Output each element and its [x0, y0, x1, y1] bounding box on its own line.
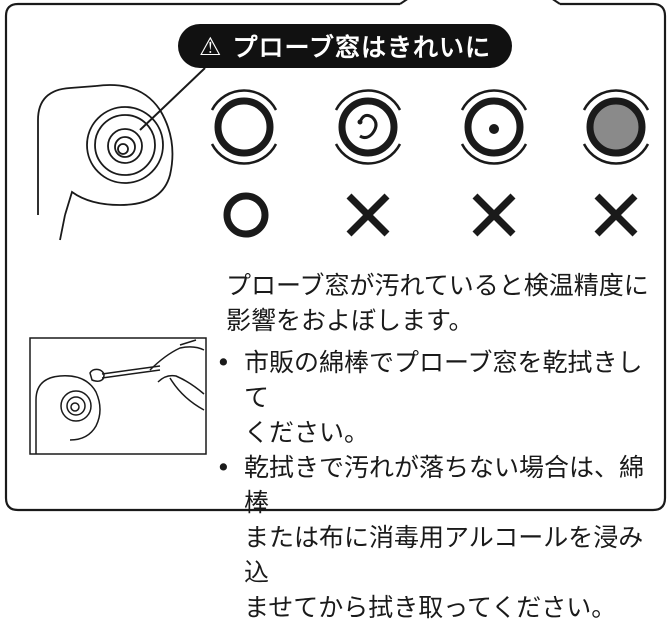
paragraph-line: プローブ窓が汚れていると検温精度に: [226, 271, 649, 300]
instruction-item: • 市販の綿棒でプローブ窓を乾拭きして ください。: [216, 345, 661, 450]
border: [4, 2, 667, 512]
verdict-wrong-mark: [346, 193, 390, 237]
verdict-correct-mark: [223, 192, 269, 238]
verdict-wrong-mark: [594, 193, 638, 237]
paragraph-line: 影響をおよぼします。: [226, 306, 474, 335]
instruction-line: ください。: [244, 418, 370, 447]
probe-window-spot-icon: [460, 89, 528, 165]
probe-window-cloudy-icon: [582, 89, 650, 165]
instruction-item: • 乾拭きで汚れが落ちない場合は、綿棒 または布に消毒用アルコールを浸み込 ませ…: [216, 450, 661, 625]
bullet-mark: •: [216, 453, 231, 482]
warning-banner: ⚠ プローブ窓はきれいに: [178, 24, 512, 68]
warning-icon: ⚠: [199, 31, 223, 61]
bullet-mark: •: [216, 348, 231, 377]
cotton-swab-cleaning-illustration: [29, 337, 207, 455]
banner-title: プローブ窓はきれいに: [232, 33, 491, 62]
accuracy-note: プローブ窓が汚れていると検温精度に 影響をおよぼします。: [226, 268, 656, 338]
verdict-wrong-mark: [472, 193, 516, 237]
thermometer-head-illustration: [37, 84, 174, 241]
cleaning-instructions: • 市販の綿棒でプローブ窓を乾拭きして ください。 • 乾拭きで汚れが落ちない場…: [216, 345, 661, 625]
instruction-line: 乾拭きで汚れが落ちない場合は、綿棒: [244, 453, 645, 517]
probe-window-smudge-icon: [334, 89, 402, 165]
instruction-line: ませてから拭き取ってください。: [244, 593, 617, 622]
instruction-line: または布に消毒用アルコールを浸み込: [244, 523, 644, 587]
instruction-line: 市販の綿棒でプローブ窓を乾拭きして: [244, 348, 643, 412]
probe-window-clean-icon: [210, 89, 278, 165]
pointer-line: [139, 67, 206, 131]
illustration-frame: [4, 0, 667, 512]
